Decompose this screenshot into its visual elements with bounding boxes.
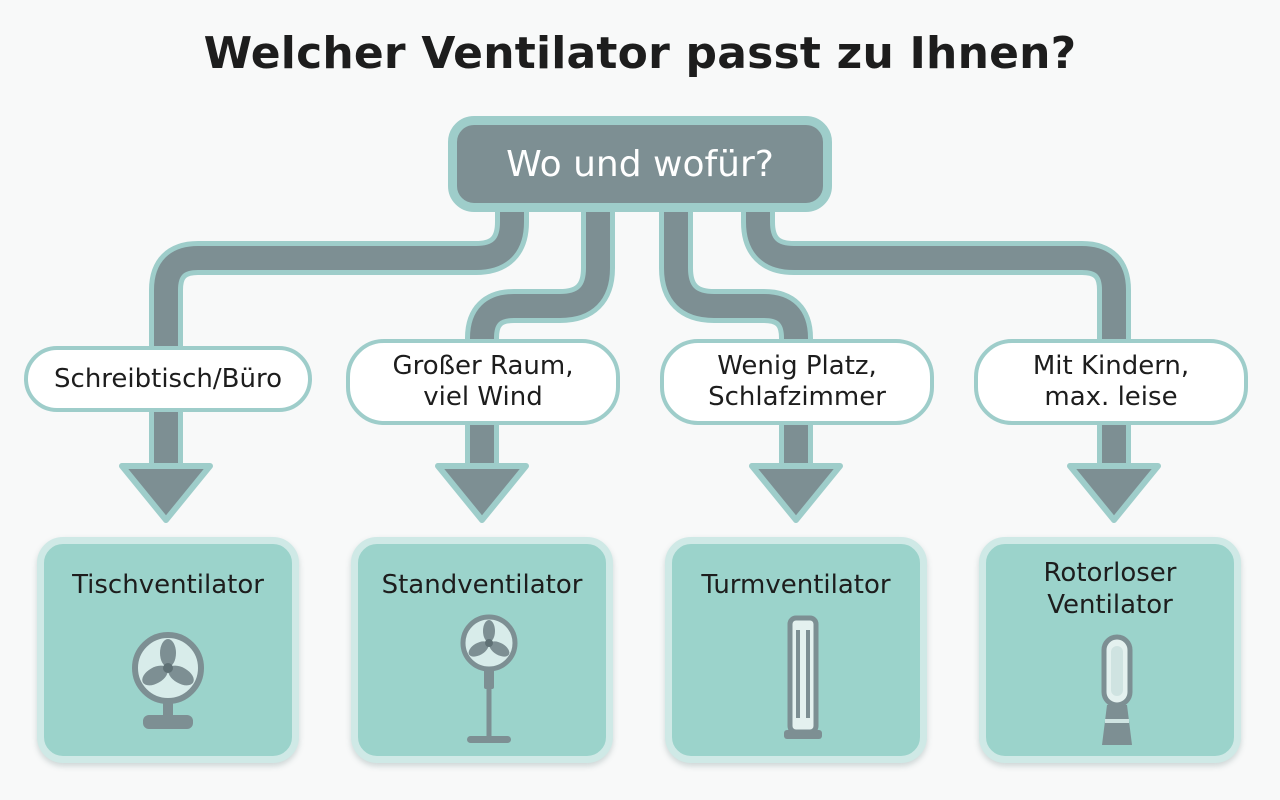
pedestal-fan-icon <box>460 614 518 743</box>
result-title-pedestal-fan: Standventilator <box>381 570 583 600</box>
connector-line-children <box>746 200 1126 472</box>
branch-label-small-space: Wenig Platz, Schlafzimmer <box>660 339 934 425</box>
result-title-tower-fan: Turmventilator <box>701 570 891 600</box>
result-title-bladeless-fan: Rotorloser Ventilator <box>1043 558 1177 620</box>
root-question-label: Wo und wofür? <box>506 143 774 185</box>
connector-large-room <box>435 200 615 523</box>
connector-line-large-room <box>470 200 610 472</box>
connector-desk <box>119 200 529 523</box>
branch-label-children-text: Mit Kindern, max. leise <box>1032 351 1190 412</box>
branch-label-large-room: Großer Raum, viel Wind <box>346 339 620 425</box>
arrowhead-large-room <box>435 463 529 523</box>
result-card-bladeless-fan: Rotorloser Ventilator <box>979 537 1241 763</box>
tower-fan-icon <box>784 615 822 739</box>
arrowhead-small-space <box>749 463 843 523</box>
arrowhead-desk <box>119 463 213 523</box>
desk-fan-icon <box>132 632 204 729</box>
branch-label-desk: Schreibtisch/Büro <box>24 346 312 412</box>
branch-label-desk-text: Schreibtisch/Büro <box>54 363 282 394</box>
result-card-desk-fan: Tischventilator <box>37 537 299 763</box>
branch-label-children: Mit Kindern, max. leise <box>974 339 1248 425</box>
page-title: Welcher Ventilator passt zu Ihnen? <box>203 28 1077 79</box>
connector-line-small-space <box>664 200 808 472</box>
root-question-box: Wo und wofür? <box>448 116 832 212</box>
result-title-desk-fan: Tischventilator <box>72 570 264 600</box>
connector-line-desk <box>154 200 524 472</box>
connector-outline-desk <box>149 200 529 472</box>
branch-label-small-space-text: Wenig Platz, Schlafzimmer <box>708 351 886 412</box>
result-card-tower-fan: Turmventilator <box>665 537 927 763</box>
connector-children <box>741 200 1161 523</box>
arrowhead-children <box>1067 463 1161 523</box>
result-card-pedestal-fan: Standventilator <box>351 537 613 763</box>
bladeless-fan-icon <box>1101 634 1133 745</box>
branch-label-large-room-text: Großer Raum, viel Wind <box>392 351 574 412</box>
connector-small-space <box>659 200 843 523</box>
